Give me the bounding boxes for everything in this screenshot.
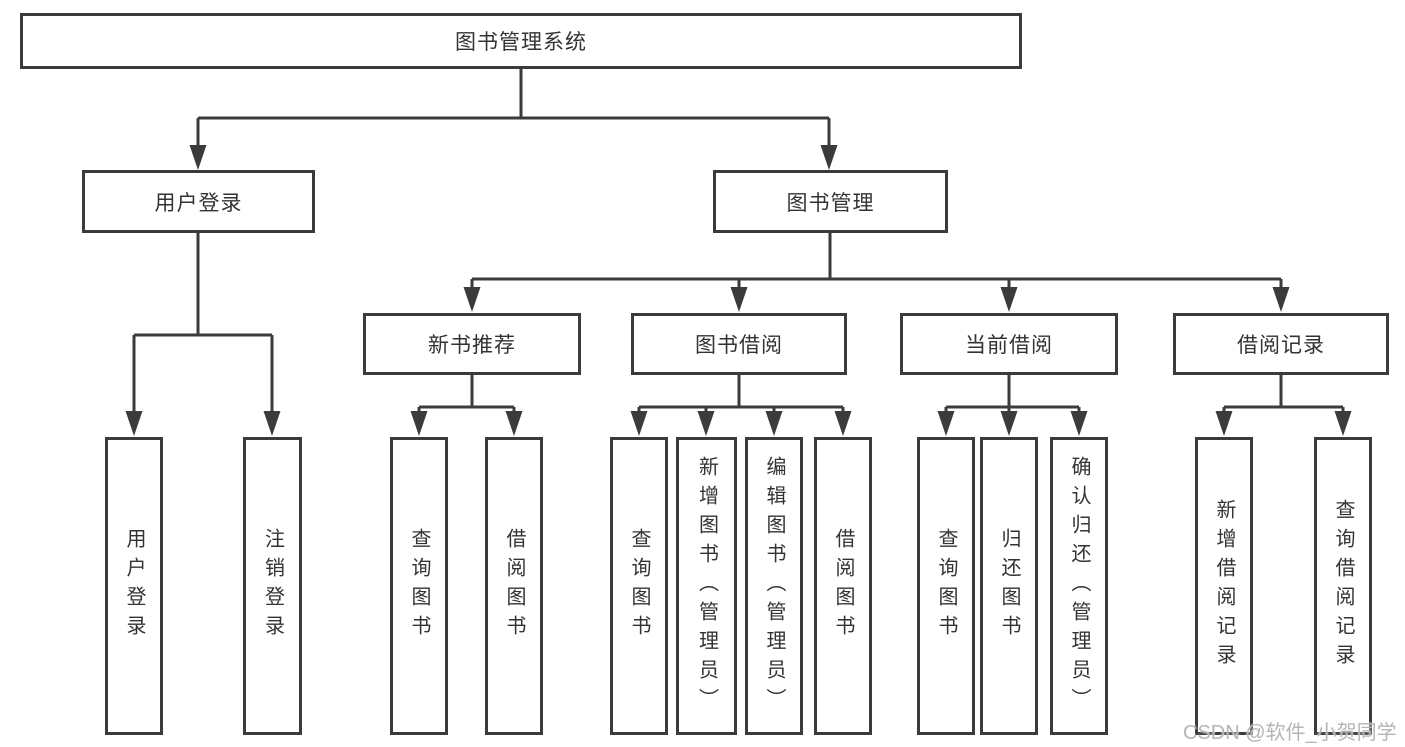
- arrow-down-icon: [125, 411, 143, 436]
- leaf-label: 查询图书: [935, 528, 957, 644]
- arrow-down-icon: [189, 145, 207, 170]
- node-label: 借阅记录: [1237, 334, 1325, 357]
- leaf-label: 查询图书: [408, 528, 430, 644]
- arrow-down-icon: [263, 411, 281, 436]
- leaf-query-borrow-record: 查询借阅记录: [1314, 437, 1372, 735]
- arrow-down-icon: [505, 411, 523, 436]
- leaf-borrow-books: 借阅图书: [814, 437, 872, 735]
- arrow-down-icon: [1334, 411, 1352, 436]
- leaf-query-books-borrow: 查询图书: [610, 437, 668, 735]
- leaf-add-book-admin: 新增图书（管理员）: [676, 437, 737, 735]
- node-label: 新书推荐: [428, 334, 516, 357]
- arrow-down-icon: [1215, 411, 1233, 436]
- arrowheads: [125, 145, 1352, 436]
- node-library-system: 图书管理系统: [20, 13, 1022, 69]
- tree-connector-strokes: [132, 66, 1345, 414]
- leaf-label: 确认归还（管理员）: [1068, 455, 1090, 717]
- arrow-down-icon: [765, 411, 783, 436]
- leaf-query-books-current: 查询图书: [917, 437, 975, 735]
- arrow-down-icon: [1000, 411, 1018, 436]
- leaf-query-books-recommend: 查询图书: [390, 437, 448, 735]
- arrow-down-icon: [463, 287, 481, 312]
- node-book-borrow: 图书借阅: [631, 313, 847, 375]
- node-label: 图书借阅: [695, 334, 783, 357]
- leaf-label: 借阅图书: [503, 528, 525, 644]
- leaf-label: 编辑图书（管理员）: [763, 455, 785, 717]
- node-book-management: 图书管理: [713, 170, 948, 233]
- node-borrow-records: 借阅记录: [1173, 313, 1389, 375]
- arrow-down-icon: [1000, 287, 1018, 312]
- leaf-label: 新增借阅记录: [1213, 499, 1235, 673]
- leaf-label: 归还图书: [998, 528, 1020, 644]
- node-label: 当前借阅: [965, 334, 1053, 357]
- csdn-watermark: CSDN @软件_小贺同学: [1183, 722, 1397, 744]
- leaf-add-borrow-record: 新增借阅记录: [1195, 437, 1253, 735]
- leaf-return-books: 归还图书: [980, 437, 1038, 735]
- arrow-down-icon: [937, 411, 955, 436]
- leaf-borrow-books-recommend: 借阅图书: [485, 437, 543, 735]
- arrow-down-icon: [820, 145, 838, 170]
- leaf-logout: 注销登录: [243, 437, 302, 735]
- leaf-confirm-return-admin: 确认归还（管理员）: [1050, 437, 1108, 735]
- arrow-down-icon: [730, 287, 748, 312]
- leaf-edit-book-admin: 编辑图书（管理员）: [745, 437, 803, 735]
- arrow-down-icon: [1272, 287, 1290, 312]
- node-new-book-recommend: 新书推荐: [363, 313, 581, 375]
- leaf-label: 注销登录: [261, 528, 284, 644]
- arrow-down-icon: [834, 411, 852, 436]
- leaf-label: 新增图书（管理员）: [695, 455, 718, 717]
- leaf-label: 查询图书: [628, 528, 650, 644]
- node-current-borrow: 当前借阅: [900, 313, 1118, 375]
- arrow-down-icon: [410, 411, 428, 436]
- connector-path: [132, 66, 1345, 414]
- arrow-down-icon: [630, 411, 648, 436]
- leaf-label: 用户登录: [123, 528, 145, 644]
- leaf-user-login: 用户登录: [105, 437, 163, 735]
- node-label: 图书管理系统: [455, 31, 587, 54]
- node-label: 图书管理: [786, 191, 875, 215]
- leaf-label: 借阅图书: [832, 528, 854, 644]
- arrow-down-icon: [697, 411, 715, 436]
- node-label: 用户登录: [154, 191, 243, 215]
- node-user-login: 用户登录: [82, 170, 315, 233]
- leaf-label: 查询借阅记录: [1332, 499, 1354, 673]
- arrow-down-icon: [1070, 411, 1088, 436]
